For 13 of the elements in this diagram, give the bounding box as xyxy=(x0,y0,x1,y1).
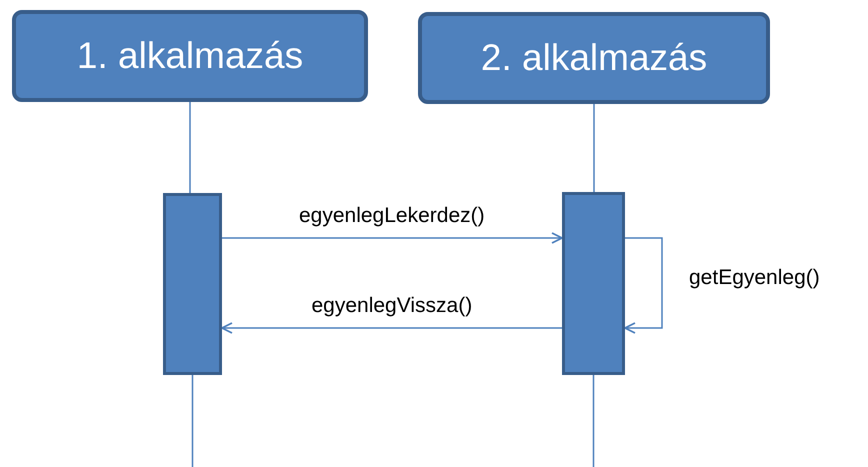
message-arrow xyxy=(221,322,562,334)
lifeline xyxy=(592,375,594,467)
lifeline xyxy=(189,102,191,193)
activation-bar xyxy=(163,193,222,375)
lifeline-header xyxy=(418,12,770,104)
participant-name: 1. alkalmazás xyxy=(76,35,304,77)
lifeline-header xyxy=(12,10,368,102)
participant-name: 2. alkalmazás xyxy=(480,37,708,79)
activation-bar xyxy=(562,192,625,375)
message-arrow xyxy=(624,237,663,334)
lifeline xyxy=(593,104,595,192)
lifeline xyxy=(192,375,194,467)
message-arrow xyxy=(222,232,563,244)
